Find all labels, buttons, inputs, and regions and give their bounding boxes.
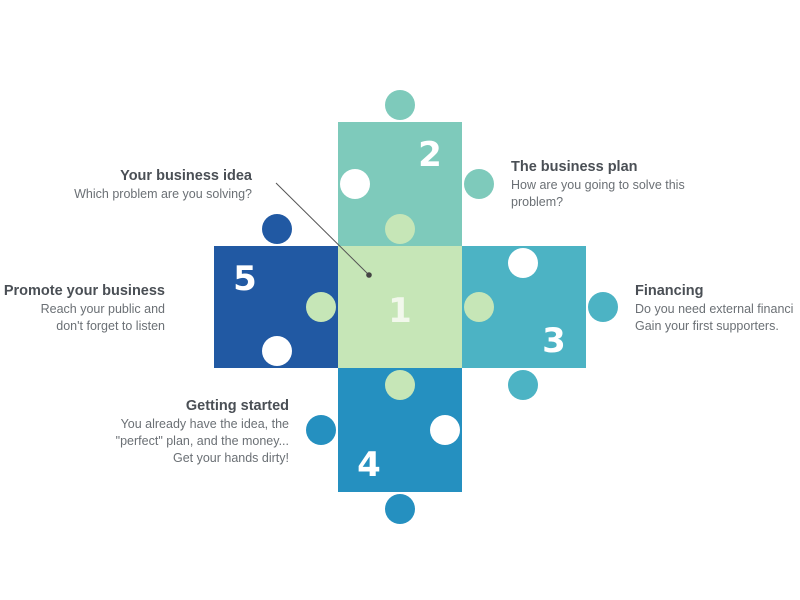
puzzle-piece-2: 2	[338, 90, 494, 246]
puzzle-piece-5: 5	[214, 214, 338, 368]
label-title: Promote your business	[3, 283, 165, 299]
label-desc: How are you going to solve this	[511, 178, 685, 192]
label-desc: Do you need external financi	[635, 302, 794, 316]
piece-number-2: 2	[418, 135, 442, 175]
idea-pointer-line	[275, 182, 370, 276]
label-desc: "perfect" plan, and the money...	[115, 434, 289, 448]
puzzle-piece-4: 4	[306, 368, 462, 524]
piece-number-5: 5	[233, 259, 257, 299]
label-title: Your business idea	[120, 168, 252, 184]
puzzle-piece-3: 3	[462, 246, 618, 400]
label-desc: You already have the idea, the	[120, 417, 289, 431]
label-promote-business: Promote your business Reach your public …	[4, 283, 165, 335]
label-title: The business plan	[511, 159, 638, 175]
label-title: Getting started	[185, 398, 289, 414]
label-desc: Which problem are you solving?	[74, 187, 252, 201]
idea-pointer-dot	[366, 272, 372, 278]
label-desc: Reach your public and	[40, 302, 165, 316]
piece-number-3: 3	[542, 321, 566, 361]
label-desc: problem?	[511, 195, 564, 209]
label-business-plan: The business plan How are you going to s…	[511, 159, 685, 211]
label-getting-started: Getting started You already have the ide…	[116, 398, 289, 467]
label-desc: don't forget to listen	[56, 319, 165, 333]
label-business-idea: Your business idea Which problem are you…	[74, 168, 252, 203]
piece-number-4: 4	[357, 445, 381, 485]
label-financing: Financing Do you need external financi G…	[635, 283, 800, 335]
puzzle-piece-1: 1	[306, 214, 494, 400]
piece-number-1: 1	[388, 291, 412, 331]
label-desc: Get your hands dirty!	[172, 451, 289, 465]
label-title: Financing	[635, 283, 704, 299]
label-desc: Gain your first supporters.	[635, 319, 779, 333]
